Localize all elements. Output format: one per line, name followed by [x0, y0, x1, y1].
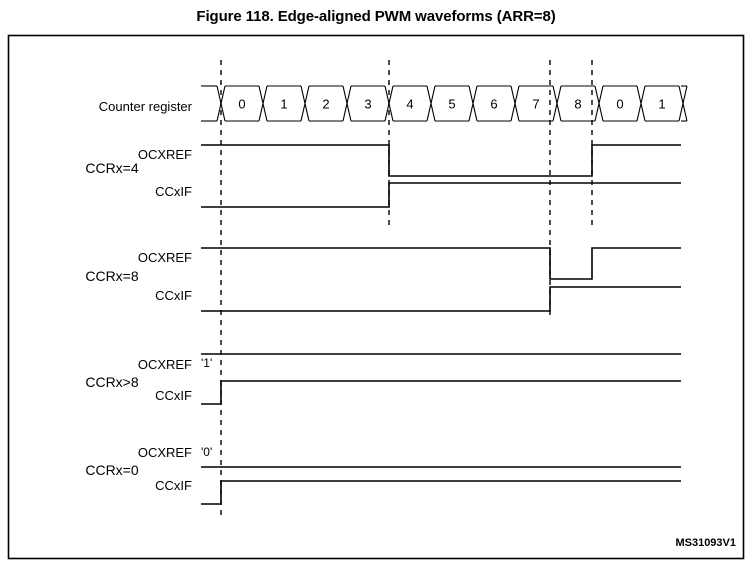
counter-transition	[300, 85, 310, 122]
counter-value: 6	[490, 97, 497, 112]
counter-transition	[342, 85, 352, 122]
counter-value: 4	[406, 97, 413, 112]
counter-value: 2	[322, 97, 329, 112]
counter-value: 0	[238, 97, 245, 112]
counter-value: 3	[364, 97, 371, 112]
counter-transition	[636, 85, 646, 122]
signal-label-ccrx8-ccxif: CCxIF	[155, 288, 192, 303]
waveform-ccrx8-ocxref	[201, 247, 681, 280]
counter-transition	[426, 85, 436, 122]
group-label-ccrx-gt-8: CCRx>8	[85, 374, 139, 390]
signal-label-ccrx4-ccxif: CCxIF	[155, 184, 192, 199]
counter-value: 5	[448, 97, 455, 112]
counter-value: 8	[574, 97, 581, 112]
counter-value: 1	[280, 97, 287, 112]
counter-transition	[510, 85, 520, 122]
group-label-ccrx-4: CCRx=4	[85, 160, 139, 176]
waveform-ccrx4-ccxif	[201, 182, 681, 208]
signal-label-ccrx0-ccxif: CCxIF	[155, 478, 192, 493]
signal-label-ccrxgt8-ccxif: CCxIF	[155, 388, 192, 403]
waveform-ccrxgt8-ccxif	[201, 380, 681, 405]
waveform-ccrx8-ccxif	[201, 286, 681, 312]
counter-register-track: 0 1 2 3 4 5 6 7 8 0 1	[201, 85, 688, 122]
counter-transition	[552, 85, 562, 122]
reference-lines	[220, 60, 593, 518]
level-label-high: '1'	[201, 356, 212, 370]
counter-transition	[594, 85, 604, 122]
counter-value: 7	[532, 97, 539, 112]
signal-label-ccrx4-ocxref: OCXREF	[138, 147, 192, 162]
waveform-ccrx0-ccxif	[201, 480, 681, 505]
group-label-ccrx-8: CCRx=8	[85, 268, 139, 284]
counter-transition	[468, 85, 478, 122]
figure-credit: MS31093V1	[675, 537, 736, 549]
counter-value: 1	[658, 97, 665, 112]
counter-value: 0	[616, 97, 623, 112]
group-label-ccrx-0: CCRx=0	[85, 462, 139, 478]
counter-transition	[678, 85, 688, 122]
signal-label-ccrx0-ocxref: OCXREF	[138, 445, 192, 460]
signal-label-ccrx8-ocxref: OCXREF	[138, 250, 192, 265]
waveform-ccrx4-ocxref	[201, 144, 681, 177]
counter-transition	[258, 85, 268, 122]
signal-label-ccrxgt8-ocxref: OCXREF	[138, 357, 192, 372]
level-label-low: '0'	[201, 445, 212, 459]
counter-register-label: Counter register	[99, 99, 193, 114]
figure-title: Figure 118. Edge-aligned PWM waveforms (…	[196, 8, 556, 25]
figure-border	[7, 34, 745, 560]
